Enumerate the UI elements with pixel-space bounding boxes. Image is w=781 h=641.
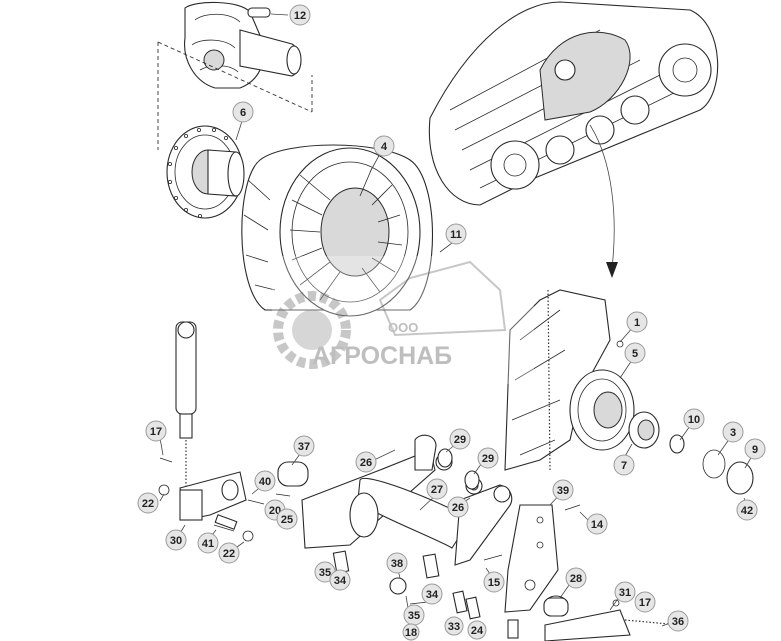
callout-label: 29 xyxy=(454,434,466,446)
callout-17: 17 xyxy=(145,420,167,442)
callout-29: 29 xyxy=(477,447,499,469)
callout-6: 6 xyxy=(232,101,254,123)
callout-39: 39 xyxy=(552,479,574,501)
callout-41: 41 xyxy=(197,532,219,554)
callout-22: 22 xyxy=(218,542,240,564)
callout-label: 30 xyxy=(170,535,182,547)
callout-11: 11 xyxy=(445,223,467,245)
callout-label: 14 xyxy=(591,519,604,531)
callout-label: 35 xyxy=(408,610,420,622)
watermark-brand: АГРОСНАБ xyxy=(312,342,452,370)
callout-37: 37 xyxy=(293,435,315,457)
callout-5: 5 xyxy=(624,342,646,364)
callout-label: 33 xyxy=(448,621,460,633)
callout-label: 11 xyxy=(450,229,462,241)
callout-label: 28 xyxy=(570,573,582,585)
crawler-track xyxy=(428,1,719,206)
callout-label: 12 xyxy=(294,10,306,22)
callout-label: 25 xyxy=(281,514,293,526)
callout-10: 10 xyxy=(683,408,705,430)
small-parts xyxy=(158,340,624,639)
callout-label: 22 xyxy=(223,548,235,560)
callout-label: 6 xyxy=(240,107,246,119)
callout-label: 7 xyxy=(621,460,627,472)
callout-27: 27 xyxy=(426,478,448,500)
callout-26: 26 xyxy=(447,496,469,518)
callout-label: 18 xyxy=(405,627,417,639)
callout-label: 15 xyxy=(488,577,500,589)
callout-17: 17 xyxy=(634,591,656,613)
callout-31: 31 xyxy=(614,581,636,603)
callout-1: 1 xyxy=(626,311,648,333)
callout-label: 4 xyxy=(381,141,388,153)
callout-9: 9 xyxy=(744,438,766,460)
callout-30: 30 xyxy=(165,529,187,551)
hub-dash-frame xyxy=(157,41,313,150)
callout-40: 40 xyxy=(254,470,276,492)
left-bracket xyxy=(179,471,247,530)
callout-label: 3 xyxy=(730,427,736,439)
callout-label: 34 xyxy=(334,575,347,587)
callout-34: 34 xyxy=(421,583,443,605)
callout-26: 26 xyxy=(355,451,377,473)
callout-label: 9 xyxy=(752,444,758,456)
callout-14: 14 xyxy=(586,513,608,535)
callout-12: 12 xyxy=(289,4,311,26)
plate-39 xyxy=(504,504,559,613)
callout-label: 29 xyxy=(482,453,494,465)
watermark: ООО АГРОСНАБ xyxy=(272,256,534,384)
callout-label: 26 xyxy=(360,457,372,469)
callout-label: 26 xyxy=(452,502,464,514)
callout-28: 28 xyxy=(565,567,587,589)
callout-18: 18 xyxy=(402,623,420,641)
callout-15: 15 xyxy=(483,571,505,593)
callout-label: 5 xyxy=(632,348,638,360)
track-wheel xyxy=(241,144,434,317)
callout-22: 22 xyxy=(137,492,159,514)
callout-36: 36 xyxy=(667,610,689,632)
callout-4: 4 xyxy=(373,135,395,157)
callout-label: 24 xyxy=(471,625,484,637)
callout-25: 25 xyxy=(276,508,298,530)
callout-33: 33 xyxy=(444,616,464,636)
hydraulic-cylinder xyxy=(175,321,197,490)
callout-38: 38 xyxy=(386,552,408,574)
hub-assembly xyxy=(184,1,302,89)
callout-label: 41 xyxy=(202,538,214,550)
callout-35: 35 xyxy=(403,604,425,626)
callout-label: 17 xyxy=(639,597,651,609)
callout-label: 39 xyxy=(557,485,569,497)
callout-label: 36 xyxy=(672,616,684,628)
detail-arrowhead xyxy=(606,262,618,278)
callout-label: 37 xyxy=(298,441,310,453)
bearing-housing xyxy=(569,369,754,495)
callout-7: 7 xyxy=(613,454,635,476)
watermark-prefix: ООО xyxy=(388,320,418,335)
callout-label: 31 xyxy=(619,587,631,599)
callout-42: 42 xyxy=(736,499,758,521)
callout-29: 29 xyxy=(449,428,471,450)
callout-24: 24 xyxy=(467,620,487,640)
callout-label: 34 xyxy=(426,589,439,601)
detail-arrow xyxy=(589,124,615,269)
callout-label: 42 xyxy=(741,505,753,517)
callout-label: 17 xyxy=(150,426,162,438)
frame-bracket xyxy=(504,289,611,471)
callout-34: 34 xyxy=(329,569,351,591)
callout-label: 10 xyxy=(688,414,700,426)
callout-label: 27 xyxy=(431,484,443,496)
callout-label: 40 xyxy=(259,476,271,488)
flange-disk xyxy=(166,125,245,219)
callout-label: 22 xyxy=(142,498,154,510)
callout-label: 1 xyxy=(634,317,640,329)
callout-3: 3 xyxy=(722,421,744,443)
callout-label: 35 xyxy=(319,567,331,579)
callout-label: 38 xyxy=(391,558,403,570)
